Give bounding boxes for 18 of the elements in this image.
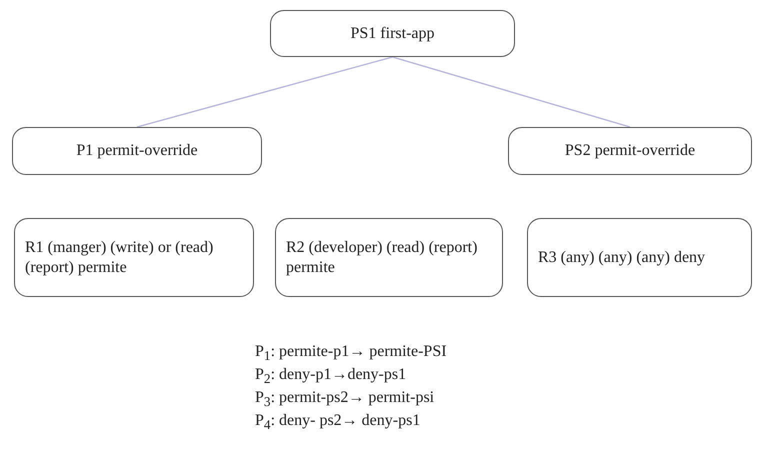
node-text: R2 (developer) (read) (report) permite <box>286 238 478 278</box>
node-text: R3 (any) (any) (any) deny <box>538 248 706 268</box>
node-text: R1 (manger) (write) or (read) (report) permite <box>25 238 214 278</box>
rule-text: P$_{3}$: permit-ps2→ permit-psi <box>255 389 434 410</box>
rounded-box <box>275 218 503 297</box>
connector-line <box>392 56 630 128</box>
rounded-box <box>14 218 254 297</box>
node-text: PS1 first-app <box>350 24 434 42</box>
rounded-box <box>12 127 262 175</box>
rounded-box <box>270 10 515 57</box>
node-text: P1 permit-override <box>76 142 198 160</box>
rule-text: P$_{2}$: deny-p1→deny-ps1 <box>255 366 406 388</box>
node-text: PS2 permit-override <box>564 142 696 160</box>
rounded-box <box>527 218 752 297</box>
rule-text: P$_{1}$: permite-p1→ permite-PSI <box>255 343 447 364</box>
connector-line <box>136 56 393 128</box>
rounded-box <box>508 127 752 175</box>
rule-text: P$_{4}$: deny- ps2→ deny-ps1 <box>255 412 420 434</box>
